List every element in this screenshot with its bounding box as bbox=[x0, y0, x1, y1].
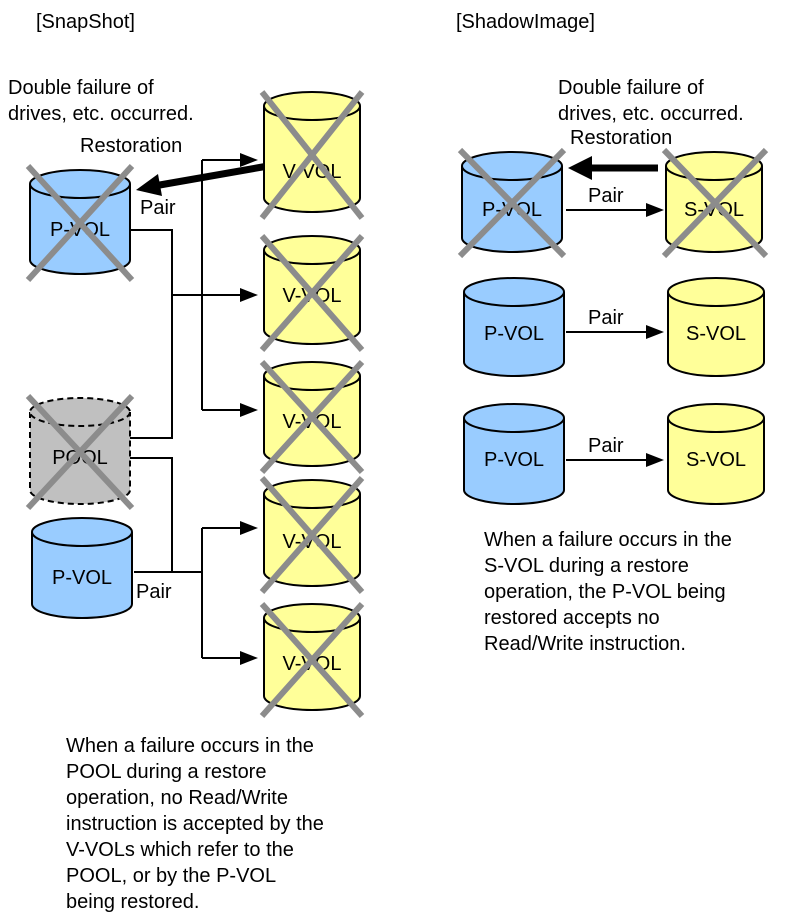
shadowimage-svol-2-label: S-VOL bbox=[686, 323, 746, 345]
snapshot-connectors bbox=[130, 159, 240, 659]
snapshot-panel: [SnapShot] Double failure of drives, etc… bbox=[8, 11, 365, 913]
shadowimage-pvol-1-failed: P-VOL bbox=[457, 147, 567, 259]
shadowimage-svol-3-label: S-VOL bbox=[686, 449, 746, 471]
failure-cross-icon bbox=[259, 602, 365, 718]
shadowimage-restoration-label: Restoration bbox=[570, 127, 672, 149]
snapshot-vvol-4: V-VOL bbox=[259, 476, 365, 594]
shadowimage-failure-note-line1: Double failure of bbox=[558, 77, 704, 99]
shadowimage-pair-label-1: Pair bbox=[588, 185, 624, 207]
failure-cross-icon bbox=[259, 359, 365, 475]
svg-text:operation, no Read/Write: operation, no Read/Write bbox=[66, 787, 288, 809]
snapshot-failure-note-line1: Double failure of bbox=[8, 77, 154, 99]
svg-text:V-VOLs which refer to the: V-VOLs which refer to the bbox=[66, 839, 294, 861]
shadowimage-description: When a failure occurs in the S-VOL durin… bbox=[484, 529, 732, 655]
failure-cross-icon bbox=[25, 163, 135, 283]
svg-text:POOL, or by the P-VOL: POOL, or by the P-VOL bbox=[66, 865, 276, 887]
failure-cross-icon bbox=[457, 147, 567, 259]
svg-text:restored accepts no: restored accepts no bbox=[484, 607, 660, 629]
shadowimage-svol-2: S-VOL bbox=[667, 277, 765, 377]
shadowimage-pair-connectors bbox=[566, 209, 648, 461]
shadowimage-pair-arrowheads bbox=[646, 203, 664, 467]
shadowimage-pair-label-3: Pair bbox=[588, 435, 624, 457]
snapshot-vvol-3-label: V-VOL bbox=[283, 411, 342, 433]
snapshot-vvol-2: V-VOL bbox=[259, 234, 365, 352]
shadowimage-svol-1-failed: S-VOL bbox=[661, 147, 769, 259]
failure-cross-icon bbox=[259, 234, 365, 352]
failure-cross-icon bbox=[259, 476, 365, 594]
snapshot-restoration-arrow bbox=[153, 162, 269, 190]
svg-text:instruction is accepted by the: instruction is accepted by the bbox=[66, 813, 324, 835]
snapshot-description: When a failure occurs in the POOL during… bbox=[66, 735, 324, 913]
shadowimage-pvol-2: P-VOL bbox=[463, 277, 565, 377]
snapshot-restoration-arrowhead bbox=[136, 174, 162, 196]
snapshot-pair-label-top: Pair bbox=[140, 197, 176, 219]
snapshot-pair-label-bottom: Pair bbox=[136, 581, 172, 603]
svg-text:Read/Write instruction.: Read/Write instruction. bbox=[484, 633, 686, 655]
svg-text:When a failure occurs in the: When a failure occurs in the bbox=[66, 735, 314, 757]
snapshot-pool-failed: POOL bbox=[25, 393, 135, 511]
snapshot-pvol: P-VOL bbox=[31, 517, 133, 619]
snapshot-vvol-5: V-VOL bbox=[259, 602, 365, 718]
shadowimage-pair-label-2: Pair bbox=[588, 307, 624, 329]
snapshot-vvol-1: V-VOL bbox=[259, 90, 365, 220]
failure-cross-icon bbox=[25, 393, 135, 511]
svg-text:being restored.: being restored. bbox=[66, 891, 199, 913]
snapshot-failure-note-line2: drives, etc. occurred. bbox=[8, 103, 194, 125]
shadowimage-svol-3: S-VOL bbox=[667, 403, 765, 505]
shadowimage-pvol-3: P-VOL bbox=[463, 403, 565, 505]
shadowimage-header: [ShadowImage] bbox=[456, 11, 595, 33]
failure-cross-icon bbox=[661, 147, 769, 259]
snapshot-header: [SnapShot] bbox=[36, 11, 135, 33]
shadowimage-pvol-2-label: P-VOL bbox=[484, 323, 544, 345]
svg-text:When a failure occurs in the: When a failure occurs in the bbox=[484, 529, 732, 551]
snapshot-arrowheads bbox=[240, 153, 258, 665]
failure-cross-icon bbox=[259, 90, 365, 220]
svg-text:operation, the P-VOL being: operation, the P-VOL being bbox=[484, 581, 726, 603]
snapshot-vvol-3: V-VOL bbox=[259, 359, 365, 475]
shadowimage-failure-note-line2: drives, etc. occurred. bbox=[558, 103, 744, 125]
svg-text:S-VOL during a restore: S-VOL during a restore bbox=[484, 555, 689, 577]
snapshot-pvol-label: P-VOL bbox=[52, 567, 112, 589]
shadowimage-panel: [ShadowImage] Double failure of drives, … bbox=[456, 11, 769, 655]
svg-text:POOL during a restore: POOL during a restore bbox=[66, 761, 266, 783]
shadowimage-pvol-3-label: P-VOL bbox=[484, 449, 544, 471]
snapshot-restoration-label: Restoration bbox=[80, 135, 182, 157]
snapshot-pvol-failed: P-VOL bbox=[25, 163, 135, 283]
shadowimage-restoration-arrowhead bbox=[568, 156, 592, 180]
